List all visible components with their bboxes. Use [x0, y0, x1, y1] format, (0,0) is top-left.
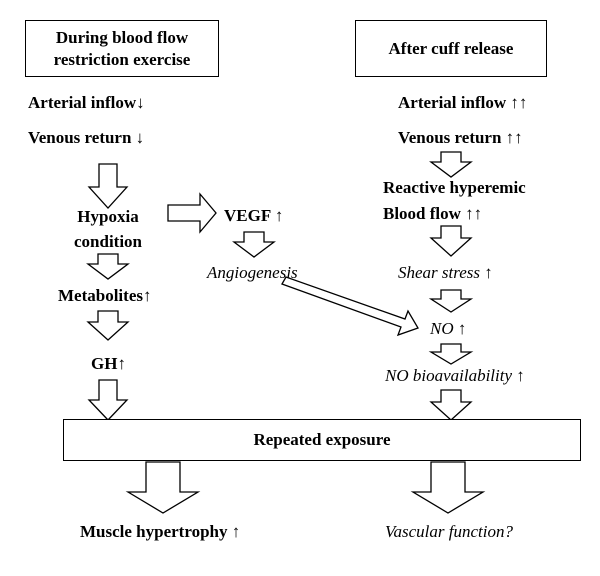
down-arrow-left-1 — [87, 163, 129, 209]
down-arrow-left-2 — [86, 253, 130, 280]
right-venous-return: Venous return ↑↑ — [398, 128, 523, 147]
hypoxia-condition: Hypoxia condition — [48, 204, 168, 254]
down-arrow-right-1 — [429, 151, 473, 178]
nitric-oxide: NO ↑ — [430, 319, 467, 338]
left-title-line1: During blood flow — [55, 27, 189, 47]
left-title-line2: restriction exercise — [53, 49, 191, 69]
vegf: VEGF ↑ — [224, 206, 284, 225]
down-arrow-to-vascular — [410, 461, 486, 514]
right-title-box: After cuff release — [355, 20, 547, 77]
metabolites: Metabolites↑ — [58, 286, 152, 305]
down-arrow-right-3 — [428, 289, 474, 313]
down-arrow-right-4 — [428, 343, 474, 365]
diagonal-arrow-to-no — [281, 276, 419, 337]
down-arrow-vegf — [232, 231, 276, 258]
down-arrow-left-3 — [86, 310, 130, 341]
blood-flow: Blood flow ↑↑ — [383, 204, 483, 223]
muscle-hypertrophy: Muscle hypertrophy ↑ — [80, 522, 241, 541]
vascular-function: Vascular function? — [385, 522, 513, 541]
right-title: After cuff release — [388, 38, 514, 58]
hypoxia-line1: Hypoxia — [77, 207, 139, 226]
left-arterial-inflow: Arterial inflow↓ — [28, 93, 145, 112]
growth-hormone: GH↑ — [91, 354, 126, 373]
down-arrow-right-2 — [429, 225, 473, 257]
down-arrow-left-4 — [87, 379, 129, 421]
angiogenesis: Angiogenesis — [207, 263, 298, 282]
down-arrow-to-hypertrophy — [125, 461, 201, 514]
hypoxia-line2: condition — [73, 232, 143, 251]
right-arterial-inflow: Arterial inflow ↑↑ — [398, 93, 528, 112]
no-bioavailability: NO bioavailability ↑ — [385, 366, 525, 385]
left-title-box: During blood flow restriction exercise — [25, 20, 219, 77]
repeated-exposure: Repeated exposure — [253, 430, 391, 449]
left-venous-return: Venous return ↓ — [28, 128, 145, 147]
down-arrow-right-5 — [429, 389, 473, 421]
reactive-hyperemic: Reactive hyperemic — [383, 178, 526, 197]
repeated-exposure-box: Repeated exposure — [63, 419, 581, 461]
right-arrow-to-vegf — [167, 192, 217, 234]
shear-stress: Shear stress ↑ — [398, 263, 493, 282]
